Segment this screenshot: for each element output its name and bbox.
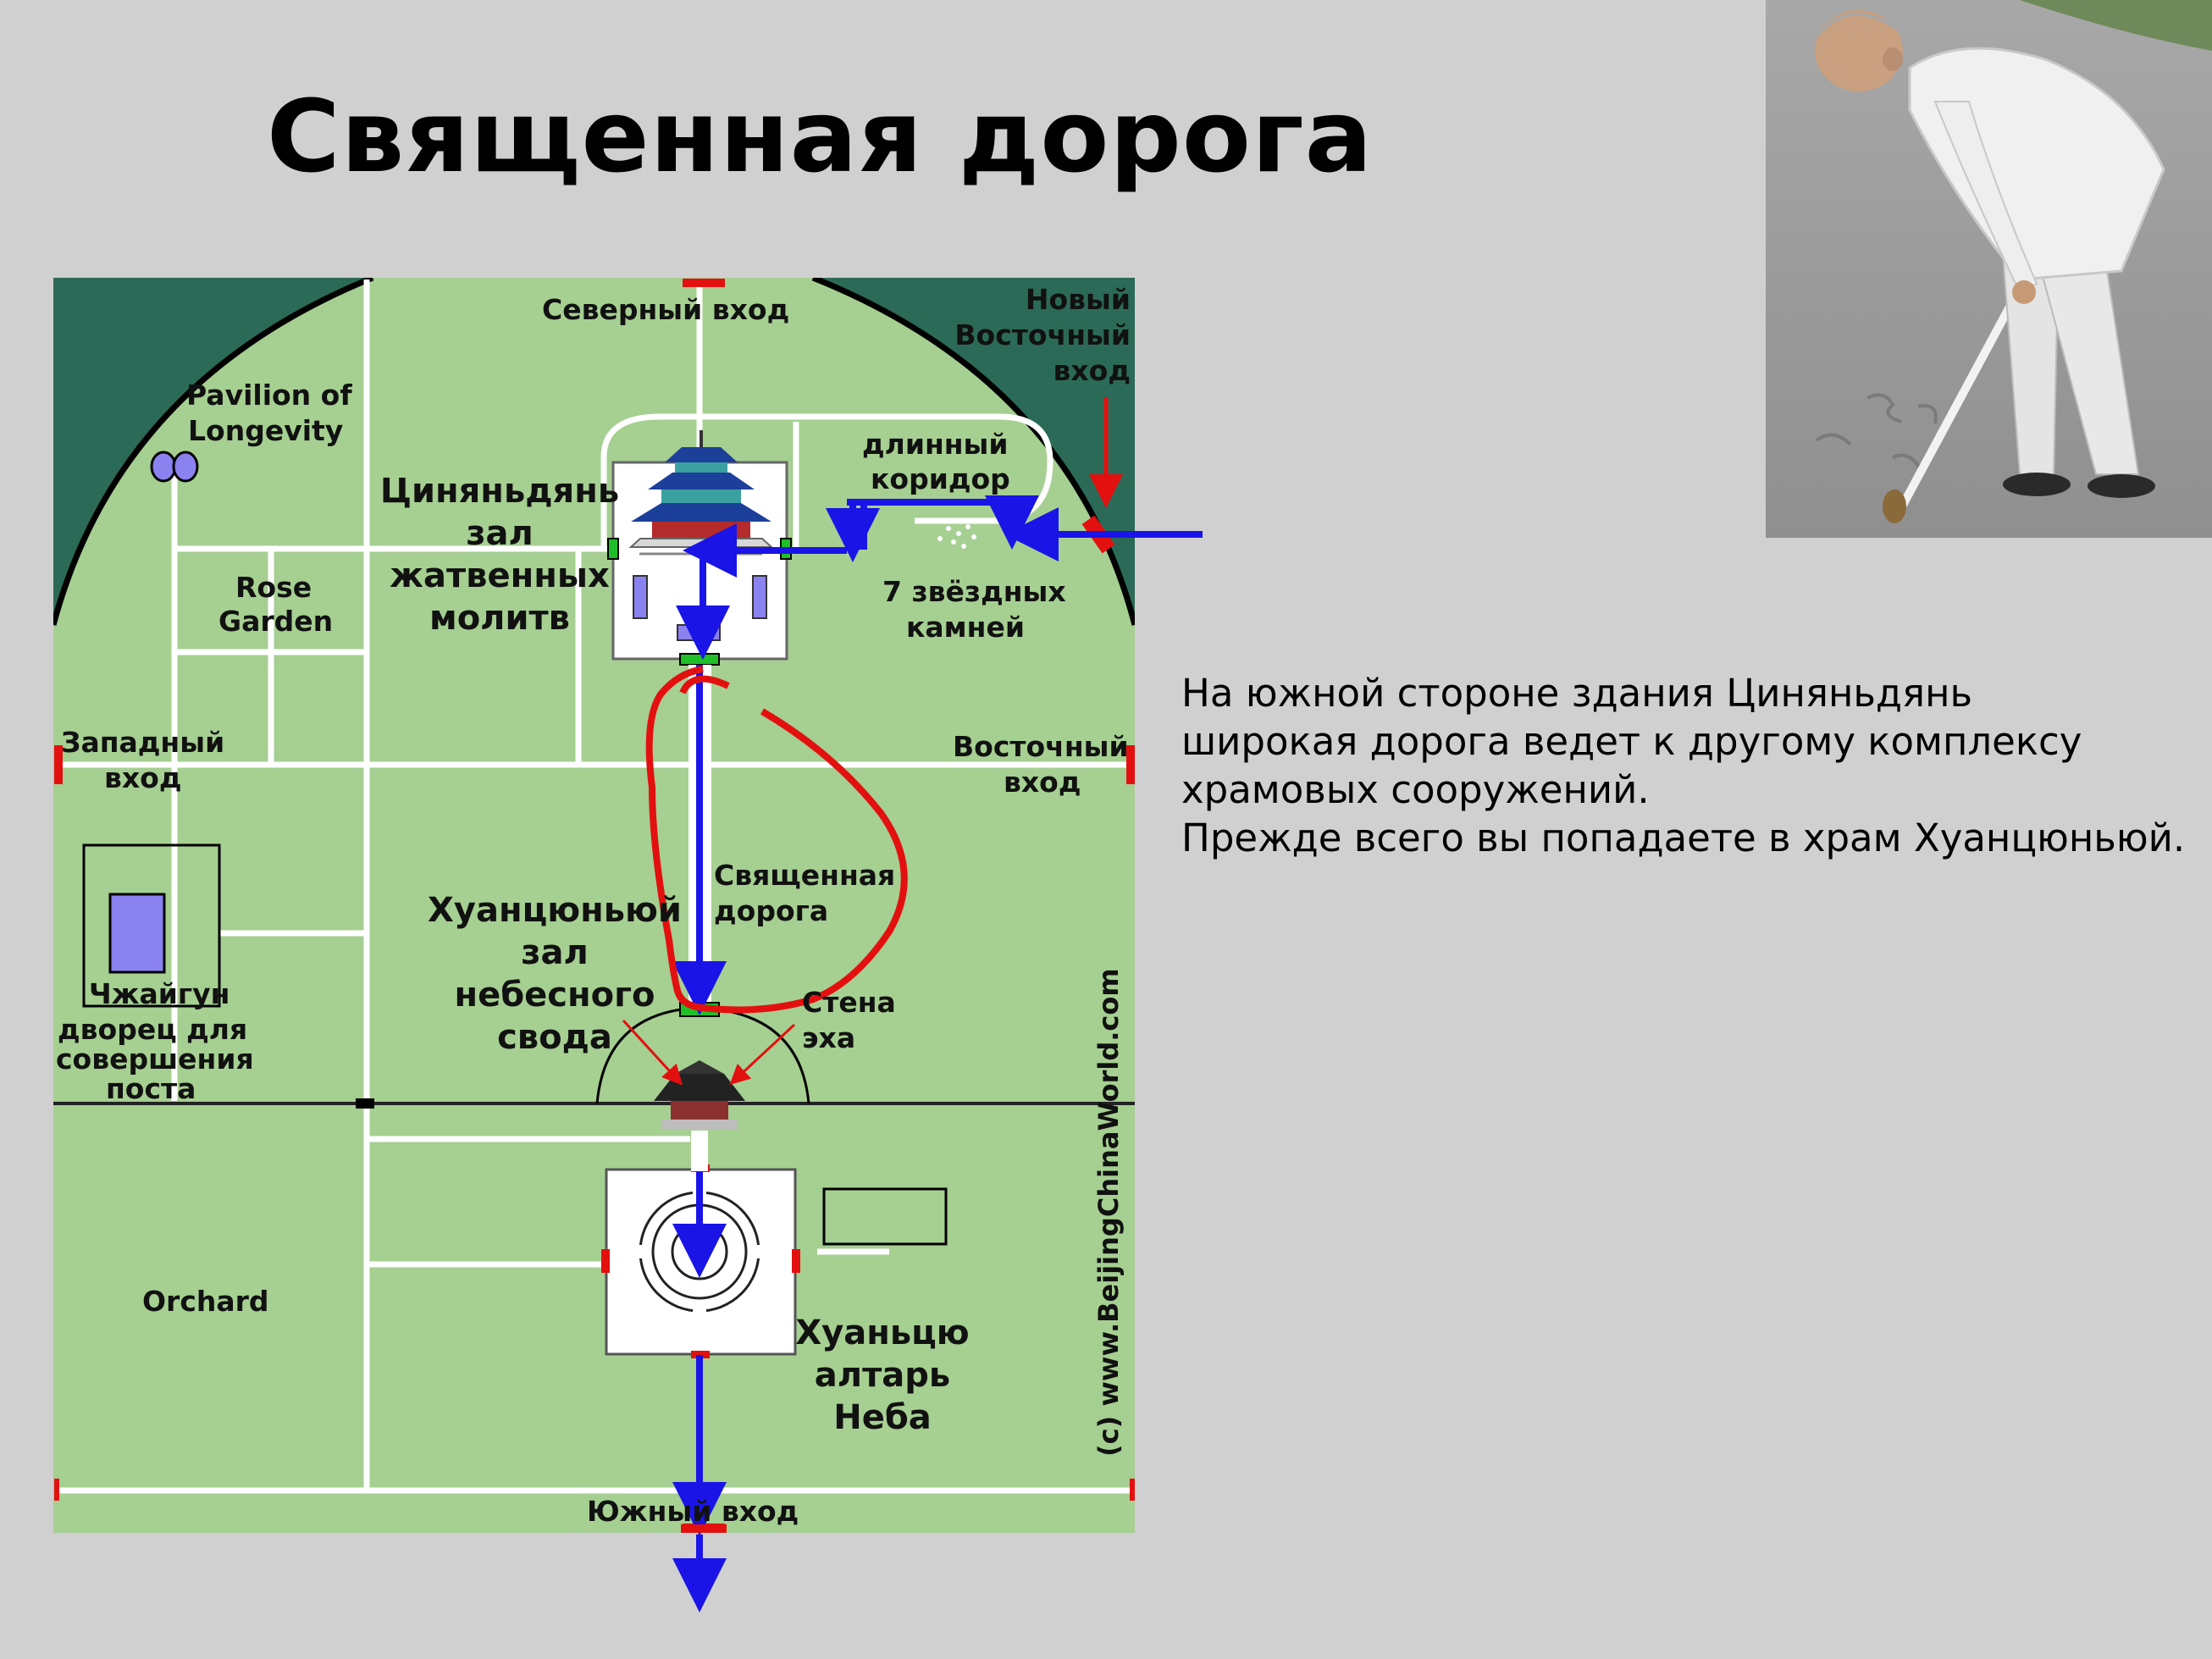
- new-east-gate-label-2: Восточный: [954, 318, 1131, 351]
- vault-hall-label-3: небесного: [454, 976, 655, 1015]
- vault-hall-label-4: свода: [497, 1018, 612, 1057]
- fasting-palace-building: [108, 893, 166, 974]
- park-paths: [58, 279, 1131, 1494]
- altar-label-1: Хуаньцю: [795, 1313, 969, 1352]
- west-gate-label-1: Западный: [61, 726, 224, 759]
- elderly-man-water-calligraphy-photo: [1766, 0, 2212, 538]
- sacred-way-label-1: Священная: [714, 859, 895, 892]
- orchard-label: Orchard: [142, 1285, 269, 1318]
- echo-wall-label-2: эха: [802, 1021, 855, 1054]
- long-corridor-label-1: длинный: [862, 428, 1009, 461]
- long-corridor-label-2: коридор: [871, 462, 1010, 495]
- pavilion-label-2: Longevity: [188, 414, 343, 447]
- blue-route: [672, 495, 1203, 1612]
- watermark: (c) www.BeijingChinaWorld.com: [1092, 968, 1125, 1457]
- hall-of-prayer-label-2: зал: [466, 514, 534, 553]
- altar-label-3: Неба: [833, 1398, 932, 1437]
- east-gate-label-1: Восточный: [953, 730, 1129, 763]
- fasting-palace-label-1: Чжайгун: [89, 977, 229, 1010]
- altar-label-2: алтарь: [815, 1356, 950, 1395]
- rose-garden-label-1: Rose: [235, 571, 312, 604]
- description-line-3: храмовых сооружений.: [1181, 767, 1650, 812]
- sacred-way-label-2: дорога: [714, 894, 828, 927]
- red-annotations: [622, 398, 1123, 1086]
- description-line-4: Прежде всего вы попадаете в храм Хуанцюн…: [1181, 816, 2186, 860]
- new-east-gate-label-1: Новый: [1026, 283, 1131, 316]
- hall-of-prayer-label-4: молитв: [429, 599, 570, 638]
- map-background: [53, 278, 1135, 1533]
- pavilion-icon: [150, 451, 199, 483]
- rose-garden-label-2: Garden: [218, 605, 333, 638]
- description: На южной стороне здания Циняньдянь широк…: [1181, 669, 2198, 862]
- fasting-palace-enclosure: [82, 843, 221, 1008]
- east-gate-label-2: вход: [1004, 766, 1081, 799]
- seven-stones-label-2: камней: [906, 611, 1025, 644]
- sacred-way-highlight-loop: [645, 666, 908, 1014]
- fasting-palace-label-3: совершения: [56, 1042, 254, 1076]
- vault-hall-label-2: зал: [521, 933, 589, 972]
- auxiliary-building: [822, 1187, 948, 1246]
- south-gate-label: Южный вход: [587, 1495, 799, 1528]
- description-line-2: широкая дорога ведет к другому комплексу: [1181, 719, 2082, 764]
- pavilion-label-1: Pavilion of: [186, 379, 352, 412]
- description-line-1: На южной стороне здания Циняньдянь: [1181, 671, 1973, 716]
- fasting-palace-label-2: дворец для: [58, 1013, 247, 1046]
- seven-star-stones: [937, 524, 976, 549]
- echo-wall-label-1: Стена: [802, 986, 896, 1019]
- new-east-gate-label-3: вход: [1053, 354, 1131, 387]
- hall-of-prayer-label-3: жатвенных: [390, 556, 610, 595]
- north-east-corner: [813, 278, 1135, 625]
- north-wall-arc: [53, 278, 1135, 626]
- vault-hall-label-1: Хуанцюньюй: [428, 891, 682, 930]
- west-gate-label-2: вход: [104, 761, 182, 794]
- fasting-palace-label-4: поста: [106, 1072, 196, 1105]
- north-west-corner: [53, 278, 373, 625]
- page-title: Священная дорога: [267, 78, 1374, 195]
- hall-of-prayer-label-1: Циняньдянь: [380, 472, 619, 511]
- north-gate-label: Северный вход: [542, 293, 789, 326]
- seven-stones-label-1: 7 звёздных: [882, 575, 1066, 608]
